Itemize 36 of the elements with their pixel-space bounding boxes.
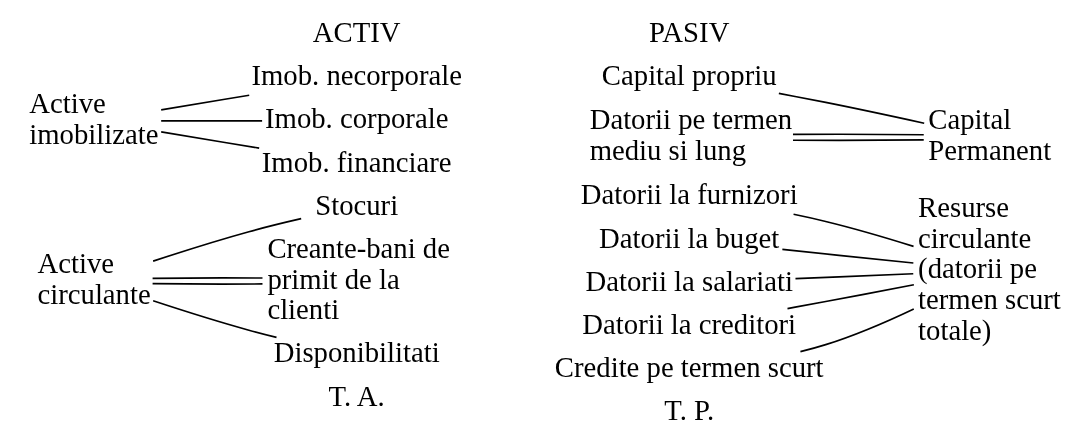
connector (786, 283, 915, 309)
connector (151, 217, 302, 262)
node-text: Datorii la buget (598, 221, 779, 254)
node-text: Datorii pe termen mediu si lung (589, 102, 792, 166)
connector (792, 212, 914, 247)
connector (791, 138, 925, 141)
node-text: Datorii la salariati (585, 264, 793, 297)
label: ACTIV (312, 15, 401, 48)
node-text: Datorii la furnizori (580, 177, 798, 210)
node-text: Credite pe termen scurt (554, 350, 824, 383)
connector (791, 132, 925, 135)
node-text: Capital propriu (601, 58, 777, 91)
connector (794, 272, 914, 279)
node-text: Disponibilitati (273, 335, 440, 368)
node-text: Creante-bani de primit de la clienti (266, 231, 450, 325)
label: T. P. (663, 393, 714, 426)
connector (151, 276, 263, 279)
connector (777, 92, 925, 124)
connector (151, 299, 277, 338)
node-text: Stocuri (314, 188, 398, 221)
node-text: Imob. corporale (264, 101, 448, 134)
node-text: Imob. necorporale (250, 58, 462, 91)
connector (159, 130, 260, 149)
label: PASIV (648, 15, 729, 48)
label: T. A. (328, 379, 385, 412)
node-text: Capital Permanent (927, 102, 1051, 166)
connector (159, 93, 250, 111)
node-text: Active circulante (37, 246, 151, 310)
connector (159, 119, 263, 122)
connector (799, 307, 915, 352)
node-text: Datorii la creditori (581, 307, 796, 340)
node-text: Active imobilizate (28, 86, 158, 150)
connector (781, 248, 914, 264)
node-text: Resurse circulante (datorii pe termen scurt totale) (917, 190, 1061, 346)
connector (151, 282, 263, 285)
node-text: Imob. financiare (261, 145, 452, 178)
